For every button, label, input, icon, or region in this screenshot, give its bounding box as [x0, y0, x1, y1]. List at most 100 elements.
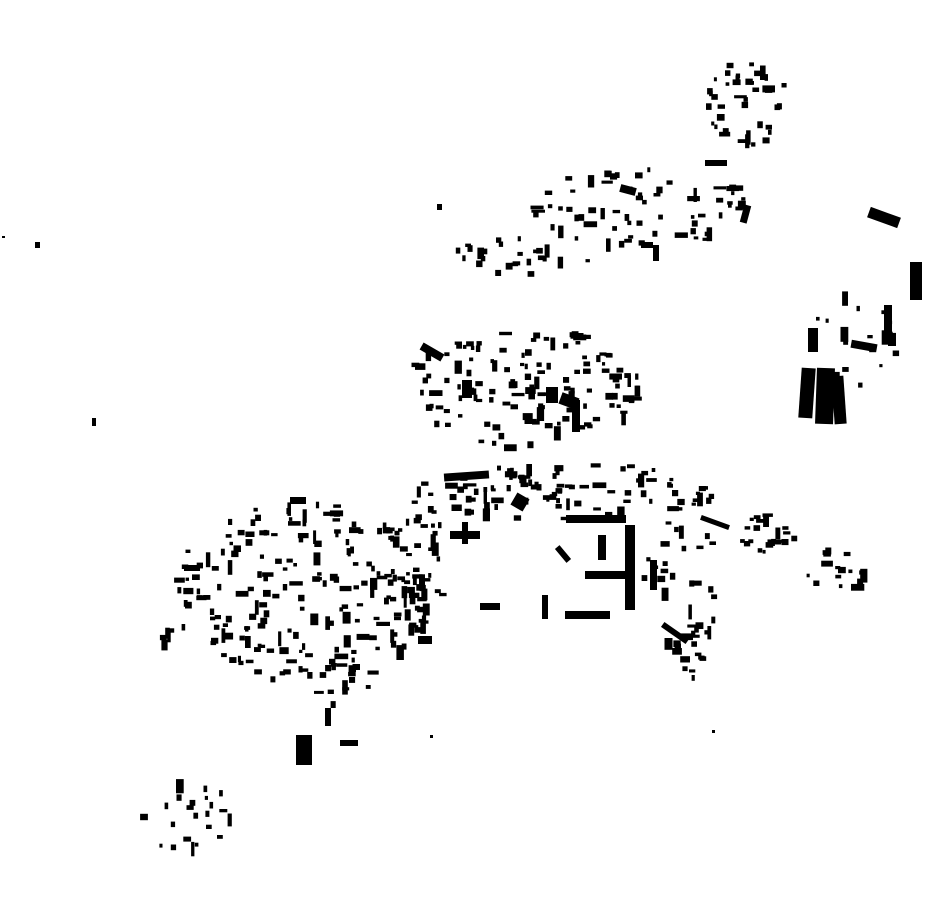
building: [650, 565, 659, 569]
building: [689, 669, 696, 673]
building: [888, 332, 896, 346]
building: [370, 577, 378, 590]
building: [477, 247, 484, 260]
building: [245, 539, 253, 546]
building: [624, 214, 630, 221]
building: [205, 552, 211, 568]
building: [170, 844, 177, 851]
building: [270, 676, 276, 683]
building: [196, 595, 207, 601]
building: [636, 478, 644, 483]
building: [409, 597, 416, 605]
building: [541, 405, 545, 410]
building: [468, 497, 476, 502]
building: [339, 607, 344, 612]
building: [551, 491, 558, 497]
building: [225, 615, 232, 623]
building: [498, 241, 504, 247]
building: [781, 539, 789, 546]
building: [369, 635, 377, 641]
building: [615, 383, 620, 389]
building: [537, 370, 545, 374]
building: [806, 573, 810, 578]
building: [170, 821, 176, 828]
building: [838, 584, 843, 589]
building: [557, 488, 563, 494]
building: [233, 545, 241, 552]
building: [566, 206, 573, 212]
building: [726, 186, 739, 192]
building: [387, 579, 394, 586]
building: [711, 94, 718, 100]
building: [329, 658, 336, 665]
building: [2, 236, 5, 238]
building: [394, 530, 400, 536]
building: [305, 653, 313, 658]
building: [333, 504, 341, 508]
building: [606, 353, 613, 358]
building: [570, 387, 575, 394]
building: [418, 618, 422, 623]
building: [455, 247, 461, 254]
building: [579, 484, 589, 489]
building: [194, 842, 199, 847]
building: [673, 640, 681, 647]
building: [833, 371, 840, 379]
building: [331, 663, 336, 671]
building: [860, 568, 868, 583]
building: [543, 336, 550, 341]
building: [401, 643, 407, 650]
building: [707, 88, 713, 95]
building: [820, 369, 827, 377]
building: [694, 627, 699, 633]
building: [725, 82, 730, 86]
building: [732, 79, 741, 86]
building: [404, 580, 411, 585]
building: [607, 490, 616, 494]
building: [444, 352, 450, 357]
building: [247, 586, 254, 592]
building: [575, 333, 584, 338]
building: [537, 255, 544, 261]
building: [881, 330, 889, 345]
building: [856, 305, 860, 312]
building: [782, 526, 789, 530]
building: [536, 247, 543, 254]
building: [298, 666, 303, 673]
building: [290, 497, 306, 504]
building: [546, 362, 551, 370]
building: [598, 535, 606, 560]
building: [184, 565, 200, 571]
building: [262, 572, 274, 577]
building: [695, 491, 700, 495]
building: [221, 628, 226, 643]
building: [511, 392, 525, 397]
building: [221, 653, 227, 658]
building: [349, 677, 356, 683]
building: [376, 621, 390, 626]
building: [757, 121, 763, 129]
building: [609, 373, 622, 380]
building: [831, 375, 847, 425]
building: [884, 305, 892, 339]
building: [879, 364, 883, 368]
building: [492, 360, 498, 372]
building: [542, 595, 548, 619]
building: [510, 379, 516, 383]
building: [577, 425, 586, 430]
building: [434, 589, 441, 594]
building: [748, 539, 754, 544]
building: [693, 187, 697, 202]
building: [627, 220, 632, 226]
building: [609, 403, 615, 408]
building: [334, 653, 349, 660]
building: [550, 224, 555, 231]
building: [768, 129, 772, 135]
building: [600, 208, 605, 220]
building: [727, 201, 733, 205]
building: [544, 423, 553, 429]
building: [511, 262, 519, 267]
building: [586, 388, 592, 393]
building: [564, 484, 573, 488]
building: [745, 78, 753, 85]
